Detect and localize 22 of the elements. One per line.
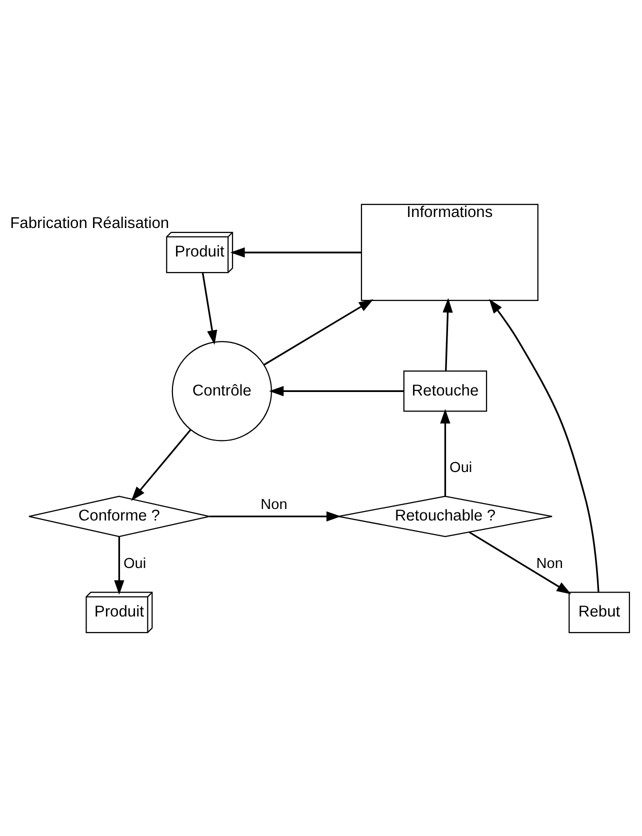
- arrow: [210, 510, 341, 521]
- arrow: [131, 428, 192, 500]
- edge-label: Oui: [124, 556, 146, 572]
- edge-label: Non: [536, 556, 563, 572]
- arrow: [442, 298, 453, 370]
- node-circle: Contrôle: [172, 340, 272, 441]
- arrow: [488, 298, 600, 592]
- arrow: [468, 530, 572, 594]
- arrow: [440, 408, 450, 496]
- node-diamond: Conforme ?: [28, 495, 210, 537]
- node-box: Retouche: [403, 370, 488, 412]
- arrow: [264, 298, 374, 366]
- arrow: [230, 246, 362, 258]
- arrow: [202, 272, 218, 344]
- edge-label: Non: [260, 496, 288, 513]
- node-diamond: Retouchable ?: [338, 495, 553, 537]
- node-box: Rebut: [568, 591, 630, 633]
- edge-label: Oui: [450, 460, 472, 476]
- node-box: Informations: [360, 203, 538, 301]
- arrow: [114, 536, 124, 594]
- arrow: [269, 386, 404, 396]
- node-label: Fabrication Réalisation: [10, 214, 170, 232]
